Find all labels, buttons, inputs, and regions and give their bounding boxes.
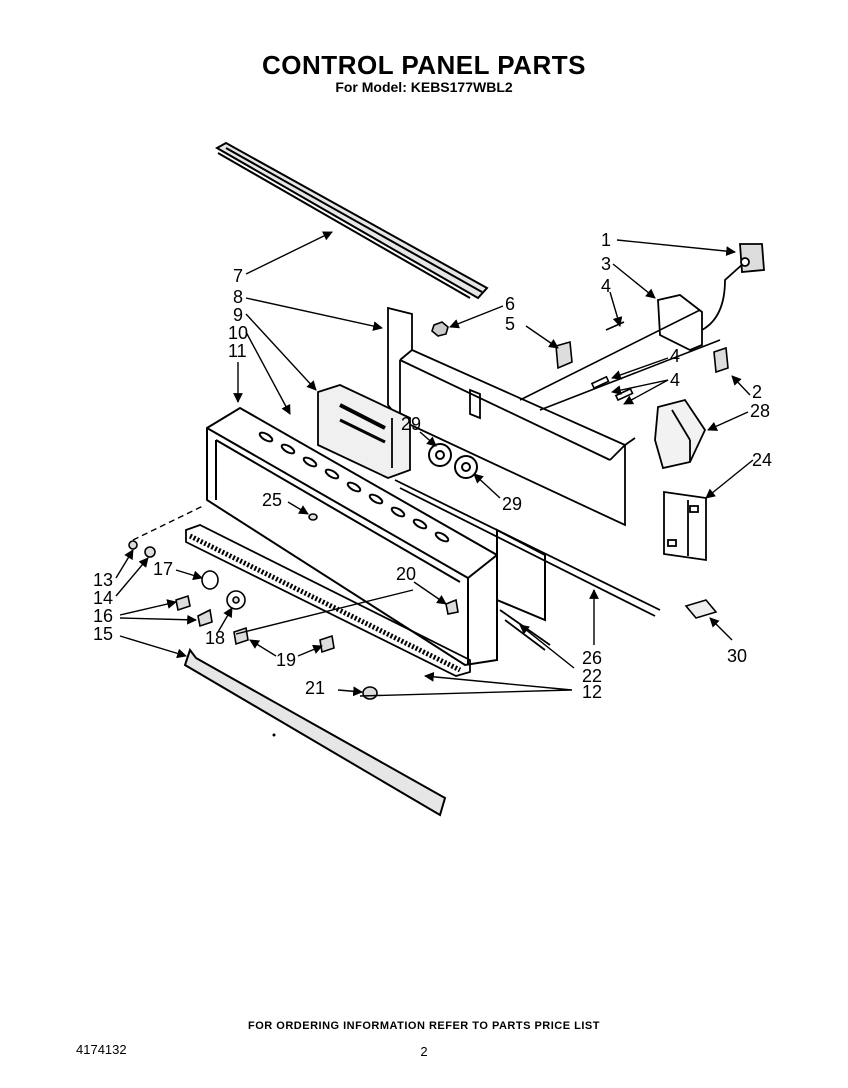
callout-7: 7	[233, 266, 243, 286]
callout-4: 4	[670, 346, 680, 366]
callout-22: 22	[582, 666, 602, 686]
terminal-part	[713, 346, 729, 374]
callout-21: 21	[305, 678, 325, 698]
callout-8: 8	[233, 287, 243, 307]
callout-numbers: 1 3 4 4 4 6 5 7 8 9 10 11 2 28 24 29 29 …	[93, 230, 772, 702]
control-panel-frame	[206, 406, 546, 667]
side-bracket	[663, 490, 707, 562]
callout-5: 5	[505, 314, 515, 334]
callout-14: 14	[93, 588, 113, 608]
callout-15: 15	[93, 624, 113, 644]
callout-17: 17	[153, 559, 173, 579]
callout-3: 3	[601, 254, 611, 274]
document-number: 4174132	[76, 1042, 127, 1057]
callout-26: 26	[582, 648, 602, 668]
callout-6: 6	[505, 294, 515, 314]
callout-11: 11	[228, 341, 247, 361]
vent-grille	[185, 524, 471, 677]
callout-18: 18	[205, 628, 225, 648]
clip-part	[684, 599, 718, 619]
callout-19: 19	[276, 650, 296, 670]
leader-lines	[115, 231, 754, 697]
callout-24: 24	[752, 450, 772, 470]
model-subtitle: For Model: KEBS177WBL2	[335, 79, 513, 95]
callout-13: 13	[93, 570, 113, 590]
page-title: CONTROL PANEL PARTS	[262, 50, 586, 80]
switch-part	[555, 340, 573, 370]
callout-28: 28	[750, 401, 770, 421]
callout-29: 29	[401, 414, 421, 434]
nut-part	[431, 321, 449, 337]
stray-dot	[272, 733, 276, 737]
callout-12: 12	[582, 682, 602, 702]
page-number: 2	[420, 1044, 428, 1059]
transformer	[657, 261, 746, 351]
callout-2: 2	[752, 382, 762, 402]
connector-part	[739, 243, 765, 273]
encoder-knobs	[428, 443, 478, 479]
relay-board	[654, 398, 707, 470]
callout-9: 9	[233, 305, 243, 325]
callout-10: 10	[228, 323, 248, 343]
callout-29: 29	[502, 494, 522, 514]
callout-1: 1	[601, 230, 611, 250]
lower-bracket	[394, 479, 661, 651]
top-trim-strip	[214, 141, 489, 300]
callout-30: 30	[727, 646, 747, 666]
small-parts	[128, 513, 459, 700]
callout-25: 25	[262, 490, 282, 510]
ordering-note: FOR ORDERING INFORMATION REFER TO PARTS …	[248, 1020, 600, 1032]
callout-4: 4	[601, 276, 611, 296]
callout-20: 20	[396, 564, 416, 584]
callout-4: 4	[670, 370, 680, 390]
display-board	[317, 384, 411, 479]
bottom-trim-strip	[183, 647, 447, 817]
support-bracket	[387, 306, 636, 527]
callout-16: 16	[93, 606, 113, 626]
